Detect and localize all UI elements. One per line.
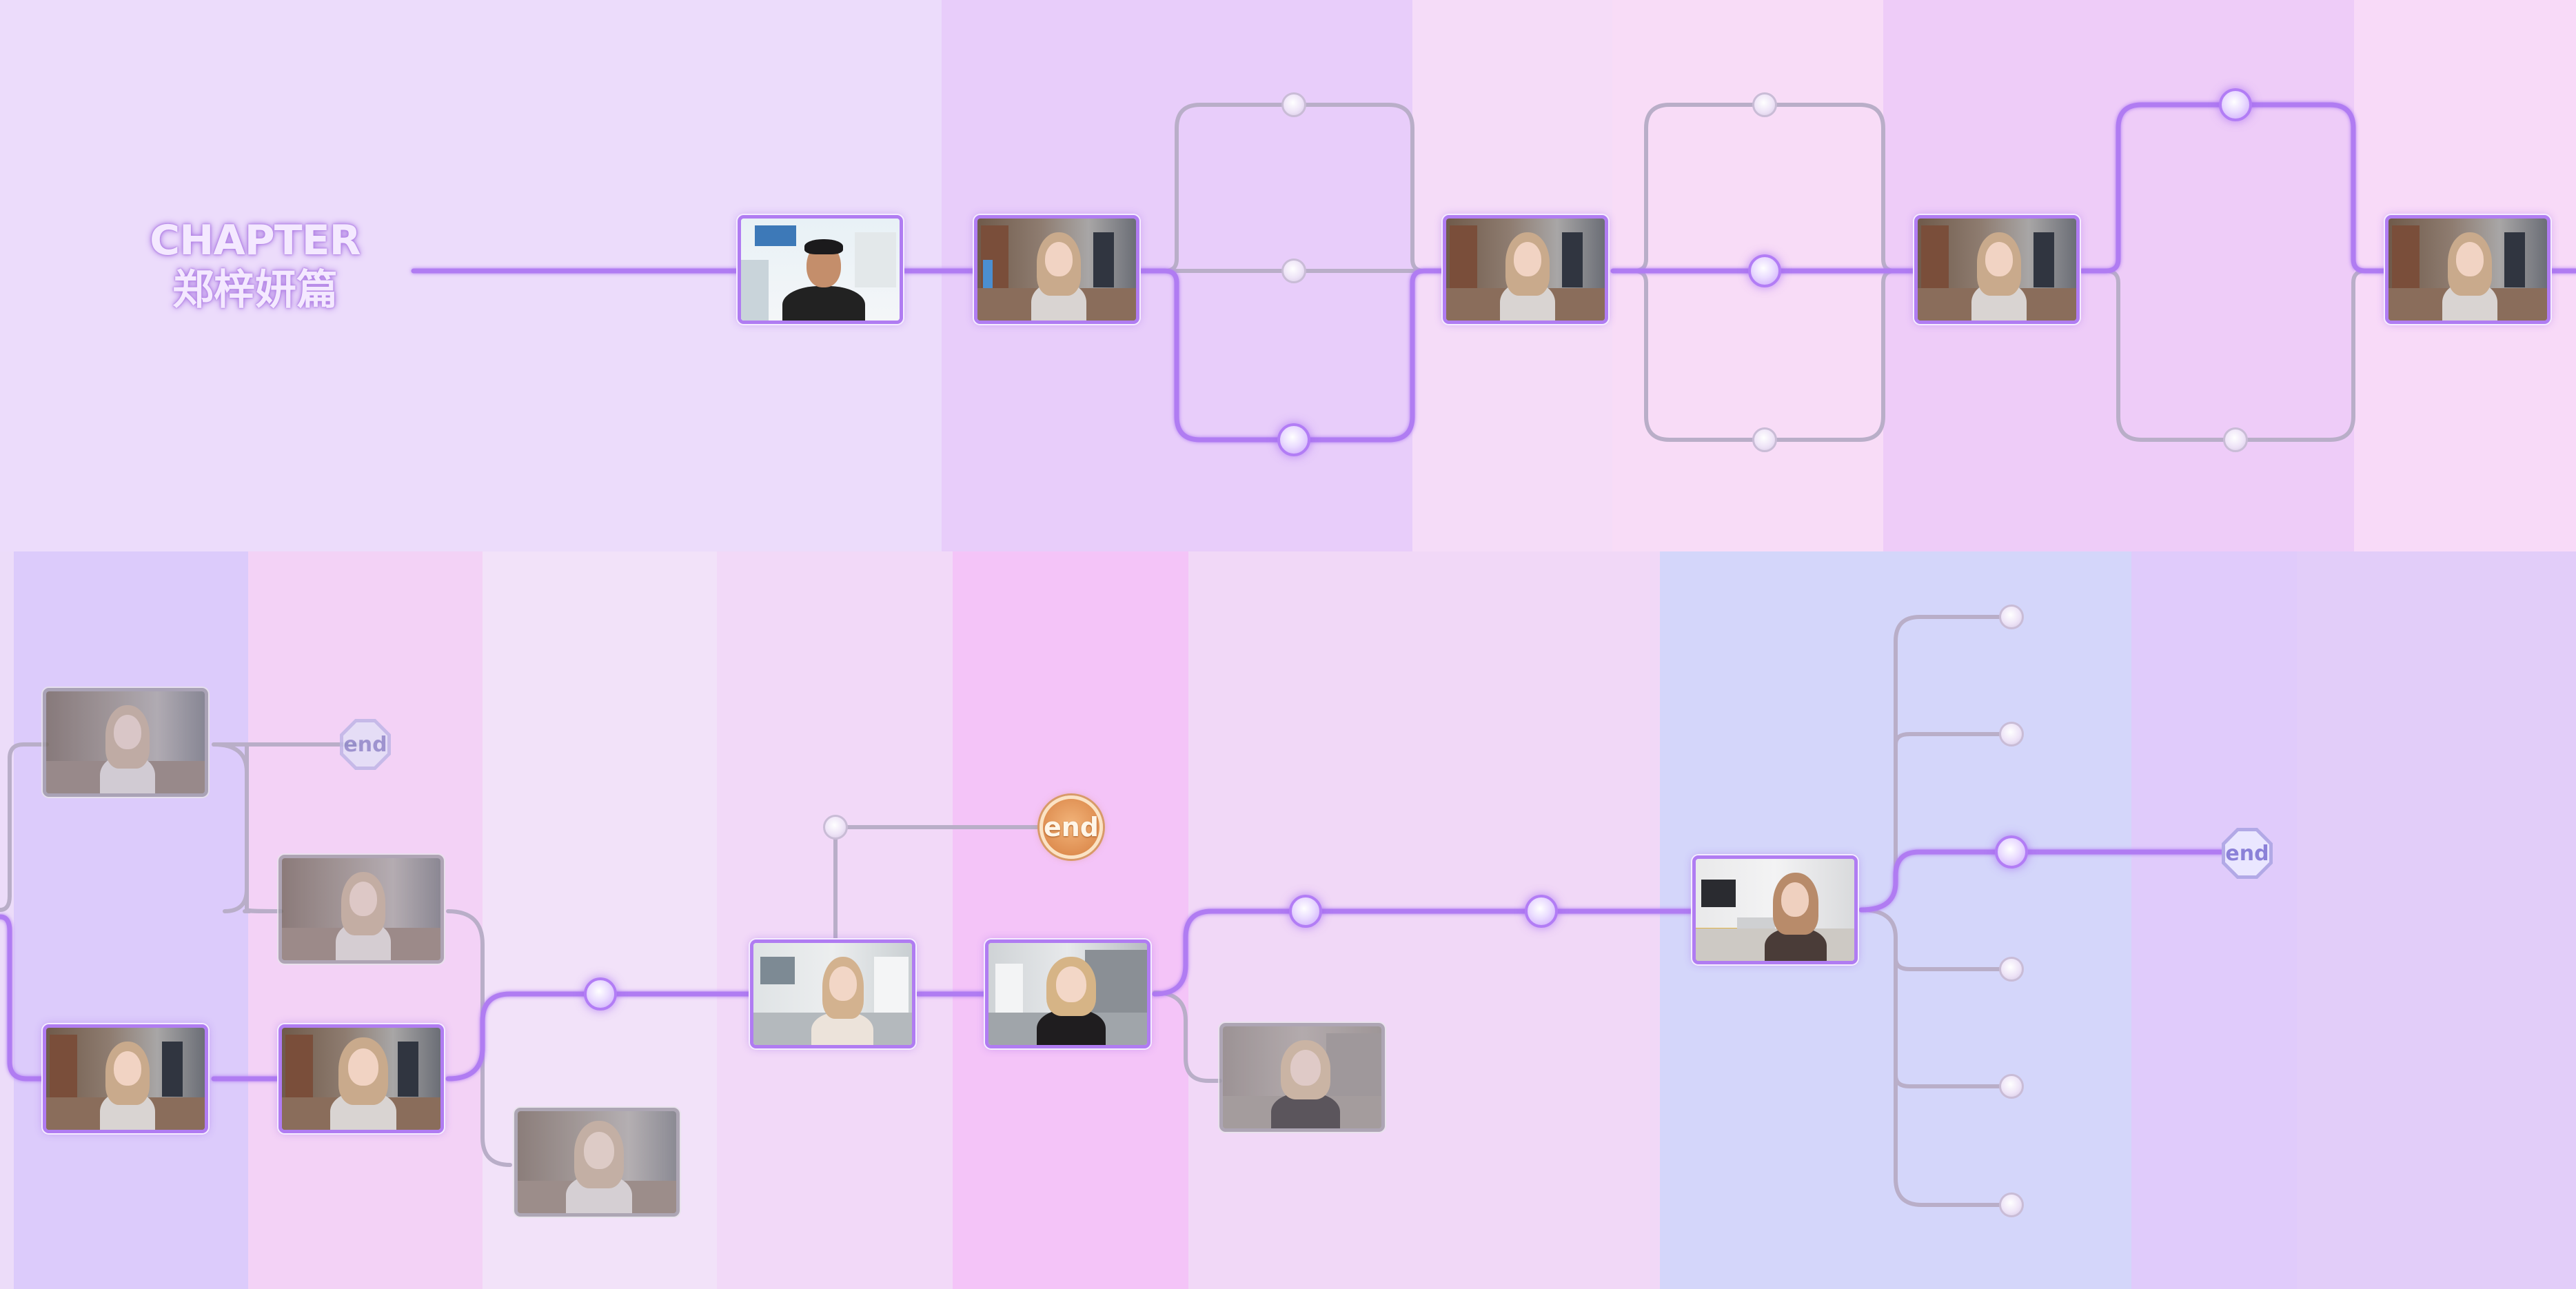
branch-node[interactable] — [1999, 1192, 2024, 1217]
end-badge-label: end — [343, 722, 387, 767]
branch-node-active[interactable] — [1525, 895, 1558, 928]
background-band — [0, 551, 14, 1289]
branch-node[interactable] — [1752, 92, 1777, 117]
branch-node[interactable] — [1281, 258, 1306, 283]
background-band — [2297, 551, 2576, 1289]
background-band — [14, 551, 248, 1289]
scene-thumbnail[interactable] — [1914, 215, 2080, 324]
branch-node[interactable] — [1999, 722, 2024, 747]
chapter-title-line1: CHAPTER — [150, 216, 361, 265]
end-round-icon[interactable]: end — [1039, 795, 1103, 859]
branch-node[interactable] — [823, 815, 848, 840]
scene-thumbnail[interactable] — [974, 215, 1139, 324]
branch-node-active[interactable] — [1277, 423, 1310, 456]
scene-thumbnail[interactable] — [750, 940, 915, 1048]
scene-thumbnail[interactable] — [738, 215, 903, 324]
scene-thumbnail[interactable] — [985, 940, 1150, 1048]
scene-thumbnail[interactable] — [278, 1024, 444, 1133]
background-band — [717, 551, 953, 1289]
chapter-title-line2: 郑梓妍篇 — [172, 266, 338, 314]
branch-node-active[interactable] — [1289, 895, 1322, 928]
scene-thumbnail[interactable] — [43, 1024, 208, 1133]
scene-thumbnail[interactable] — [1443, 215, 1608, 324]
branch-node[interactable] — [2223, 427, 2248, 452]
branch-node-active[interactable] — [2219, 88, 2252, 121]
background-band — [1612, 0, 1883, 551]
branch-node-active[interactable] — [584, 977, 617, 1011]
end-octagon-icon[interactable]: end — [2222, 828, 2273, 879]
scene-thumbnail-locked[interactable] — [514, 1108, 680, 1217]
branch-node-active[interactable] — [1748, 254, 1781, 287]
branch-node-active[interactable] — [1995, 835, 2028, 869]
scene-thumbnail-locked[interactable] — [43, 688, 208, 797]
branch-node[interactable] — [1999, 605, 2024, 629]
chapter-title: CHAPTER 郑梓妍篇 — [138, 215, 372, 314]
scene-thumbnail-locked[interactable] — [278, 855, 444, 964]
scene-thumbnail[interactable] — [1692, 855, 1858, 964]
scene-thumbnail-locked[interactable] — [1219, 1023, 1385, 1132]
branch-node[interactable] — [1752, 427, 1777, 452]
end-octagon-icon[interactable]: end — [340, 719, 391, 770]
background-band — [2131, 551, 2297, 1289]
background-band — [953, 551, 1188, 1289]
end-badge-label: end — [1043, 812, 1099, 842]
end-badge-label: end — [2225, 831, 2269, 875]
branch-node[interactable] — [1281, 92, 1306, 117]
background-band — [1188, 551, 1660, 1289]
branch-node[interactable] — [1999, 1074, 2024, 1099]
branch-node[interactable] — [1999, 957, 2024, 982]
scene-thumbnail[interactable] — [2385, 215, 2550, 324]
